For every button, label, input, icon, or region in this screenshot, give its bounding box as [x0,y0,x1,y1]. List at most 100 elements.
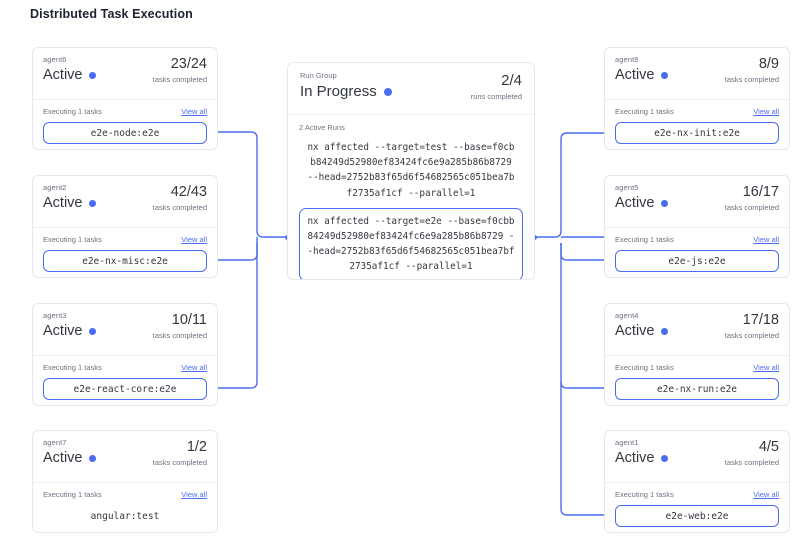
status-dot-icon [661,455,668,462]
task-pill[interactable]: e2e-web:e2e [615,505,779,527]
run-group-card[interactable]: Run Group In Progress 2/4 runs completed… [287,62,535,280]
task-count-value: 23/24 [153,56,207,73]
task-count-value: 17/18 [725,312,779,329]
status-dot-icon [89,455,96,462]
run-group-count: 2/4 runs completed [471,72,522,102]
task-count-label: tasks completed [725,330,779,341]
task-pill[interactable]: e2e-js:e2e [615,250,779,272]
task-count-value: 16/17 [725,184,779,201]
agent-card-body: Executing 1 tasks View all e2e-web:e2e [605,483,789,527]
executing-row: Executing 1 tasks View all [43,235,207,244]
status-dot-icon [661,200,668,207]
agent-status-label: Active [43,66,83,84]
task-pill[interactable]: e2e-nx-misc:e2e [43,250,207,272]
agent-status-label: Active [43,322,83,340]
agent-task-count: 16/17 tasks completed [725,184,779,213]
executing-row: Executing 1 tasks View all [43,490,207,499]
agent-card-body: Executing 1 tasks View all e2e-node:e2e [33,100,217,144]
executing-row: Executing 1 tasks View all [615,235,779,244]
task-count-value: 10/11 [153,312,207,329]
agent-card-agent4[interactable]: agent4 Active 17/18 tasks completed Exec… [604,303,790,406]
view-all-link[interactable]: View all [181,490,207,499]
agent-card-agent6[interactable]: agent6 Active 23/24 tasks completed Exec… [32,47,218,150]
agent-task-count: 8/9 tasks completed [725,56,779,85]
agent-status-label: Active [615,322,655,340]
view-all-link[interactable]: View all [753,363,779,372]
agent-card-header: agent1 Active 4/5 tasks completed [605,431,789,483]
task-count-label: tasks completed [725,457,779,468]
view-all-link[interactable]: View all [753,235,779,244]
page-title: Distributed Task Execution [30,7,193,21]
agent-card-header: agent2 Active 42/43 tasks completed [33,176,217,228]
status-dot-icon [89,200,96,207]
agent-card-agent1[interactable]: agent1 Active 4/5 tasks completed Execut… [604,430,790,533]
status-dot-icon [384,88,392,96]
executing-label: Executing 1 tasks [43,107,102,116]
agent-status-label: Active [615,66,655,84]
agent-card-body: Executing 1 tasks View all e2e-react-cor… [33,356,217,400]
task-pill[interactable]: e2e-react-core:e2e [43,378,207,400]
executing-label: Executing 1 tasks [615,107,674,116]
task-pill[interactable]: e2e-nx-init:e2e [615,122,779,144]
agent-card-body: Executing 1 tasks View all e2e-js:e2e [605,228,789,272]
task-pill[interactable]: e2e-node:e2e [43,122,207,144]
agent-card-body: Executing 1 tasks View all e2e-nx-misc:e… [33,228,217,272]
view-all-link[interactable]: View all [181,235,207,244]
task-count-label: tasks completed [725,202,779,213]
view-all-link[interactable]: View all [753,107,779,116]
task-count-value: 1/2 [153,439,207,456]
task-count-label: tasks completed [153,457,207,468]
agent-card-header: agent7 Active 1/2 tasks completed [33,431,217,483]
executing-row: Executing 1 tasks View all [615,363,779,372]
executing-label: Executing 1 tasks [43,490,102,499]
executing-label: Executing 1 tasks [615,490,674,499]
task-count-label: tasks completed [153,74,207,85]
task-count-label: tasks completed [153,330,207,341]
runs-count-label: runs completed [471,91,522,102]
agent-task-count: 17/18 tasks completed [725,312,779,341]
view-all-link[interactable]: View all [753,490,779,499]
view-all-link[interactable]: View all [181,363,207,372]
agent-card-header: agent3 Active 10/11 tasks completed [33,304,217,356]
executing-row: Executing 1 tasks View all [615,490,779,499]
agent-card-body: Executing 1 tasks View all e2e-nx-run:e2… [605,356,789,400]
status-dot-icon [89,328,96,335]
task-count-value: 8/9 [725,56,779,73]
view-all-link[interactable]: View all [181,107,207,116]
agent-status-label: Active [615,449,655,467]
status-dot-icon [661,328,668,335]
executing-row: Executing 1 tasks View all [43,107,207,116]
agent-card-agent5[interactable]: agent5 Active 16/17 tasks completed Exec… [604,175,790,278]
task-pill[interactable]: angular:test [43,505,207,527]
task-count-value: 4/5 [725,439,779,456]
task-pill[interactable]: e2e-nx-run:e2e [615,378,779,400]
agent-card-header: agent8 Active 8/9 tasks completed [605,48,789,100]
runs-count-value: 2/4 [471,72,522,89]
executing-label: Executing 1 tasks [615,363,674,372]
active-runs-label: 2 Active Runs [299,123,523,132]
agent-card-agent3[interactable]: agent3 Active 10/11 tasks completed Exec… [32,303,218,406]
agent-card-agent8[interactable]: agent8 Active 8/9 tasks completed Execut… [604,47,790,150]
run-command-highlighted[interactable]: nx affected --target=e2e --base=f0cbb842… [299,208,523,280]
run-group-status-label: In Progress [300,82,377,101]
agent-task-count: 4/5 tasks completed [725,439,779,468]
agent-card-agent2[interactable]: agent2 Active 42/43 tasks completed Exec… [32,175,218,278]
run-group-body: 2 Active Runs nx affected --target=test … [288,115,534,280]
task-count-value: 42/43 [153,184,207,201]
agent-card-body: Executing 1 tasks View all e2e-nx-init:e… [605,100,789,144]
run-group-header: Run Group In Progress 2/4 runs completed [288,63,534,115]
agent-status-label: Active [615,194,655,212]
agent-task-count: 1/2 tasks completed [153,439,207,468]
run-command[interactable]: nx affected --target=test --base=f0cbb84… [299,139,523,202]
executing-label: Executing 1 tasks [615,235,674,244]
task-count-label: tasks completed [153,202,207,213]
agent-card-agent7[interactable]: agent7 Active 1/2 tasks completed Execut… [32,430,218,533]
executing-label: Executing 1 tasks [43,235,102,244]
agent-task-count: 42/43 tasks completed [153,184,207,213]
status-dot-icon [89,72,96,79]
executing-label: Executing 1 tasks [43,363,102,372]
agent-card-header: agent4 Active 17/18 tasks completed [605,304,789,356]
status-dot-icon [661,72,668,79]
agent-status-label: Active [43,449,83,467]
executing-row: Executing 1 tasks View all [615,107,779,116]
